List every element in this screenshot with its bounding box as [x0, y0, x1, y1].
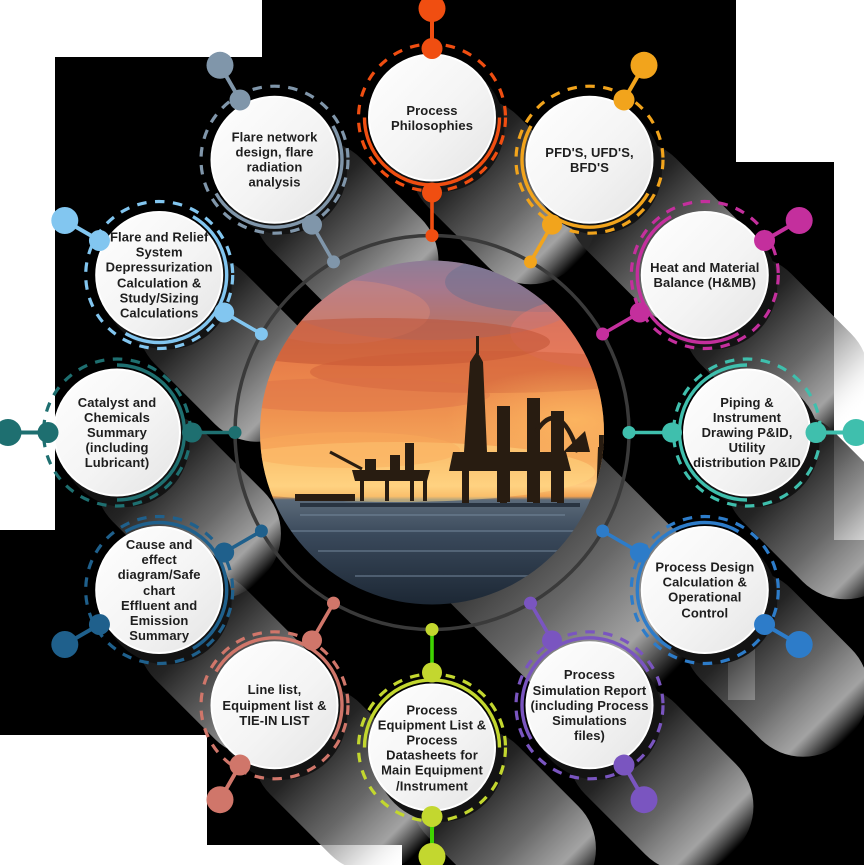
- outer-junction-dot: [613, 89, 635, 111]
- ring-dot: [254, 524, 268, 538]
- node-3: [622, 357, 864, 508]
- node-ring-dashed: [199, 84, 350, 235]
- node-circle: [95, 211, 224, 339]
- node-circle: [368, 53, 496, 182]
- outer-junction-dot: [754, 614, 776, 635]
- node-1: [514, 51, 665, 269]
- outer-end-dot: [206, 786, 234, 814]
- node-ring-dashed: [629, 199, 780, 351]
- node-11: [199, 51, 350, 269]
- outer-end-dot: [418, 0, 446, 22]
- ring-dot: [327, 596, 340, 610]
- node-2: [596, 199, 813, 351]
- ring-dot: [254, 327, 268, 341]
- node-circle: [53, 368, 181, 497]
- ring-dot: [327, 255, 340, 269]
- inner-junction-dot: [629, 542, 650, 563]
- ring-dot: [596, 524, 610, 538]
- inner-junction-dot: [182, 422, 202, 443]
- inner-junction-dot: [542, 630, 562, 651]
- node-ring-dashed: [629, 514, 780, 666]
- outer-junction-dot: [229, 89, 251, 111]
- node-8: [51, 514, 268, 666]
- node-circle: [525, 95, 654, 224]
- node-ring-dashed: [84, 514, 235, 666]
- outer-end-dot: [785, 631, 813, 658]
- node-circle: [683, 368, 811, 497]
- outer-junction-dot: [421, 806, 443, 827]
- inner-junction-dot: [542, 214, 562, 235]
- ring-dot: [425, 623, 439, 636]
- background-patch: [0, 845, 402, 865]
- node-ring-dashed: [199, 630, 350, 781]
- node-6: [356, 623, 508, 865]
- inner-junction-dot: [662, 422, 682, 443]
- inner-junction-dot: [302, 214, 322, 235]
- outer-junction-dot: [229, 754, 251, 776]
- ring-dot: [524, 596, 537, 610]
- ring-dot: [524, 255, 537, 269]
- node-4: [596, 514, 813, 666]
- outer-junction-dot: [421, 38, 443, 59]
- outer-end-dot: [418, 843, 446, 865]
- inner-junction-dot: [422, 182, 442, 203]
- background-patch: [0, 735, 207, 865]
- outer-end-dot: [51, 631, 79, 658]
- outer-end-dot: [206, 51, 234, 79]
- outer-end-dot: [630, 51, 658, 79]
- background-patch: [736, 0, 864, 162]
- outer-end-dot: [842, 419, 864, 446]
- node-circle: [95, 526, 224, 654]
- node-circle: [640, 211, 769, 339]
- inner-junction-dot: [302, 630, 322, 651]
- ring-dot: [596, 327, 610, 341]
- node-7: [199, 596, 350, 814]
- inner-junction-dot: [214, 542, 235, 563]
- outer-end-dot: [51, 207, 79, 234]
- node-0: [356, 0, 508, 242]
- inner-junction-dot: [629, 302, 650, 323]
- node-10: [51, 199, 268, 351]
- node-9: [0, 357, 242, 508]
- outer-junction-dot: [37, 422, 59, 443]
- outer-junction-dot: [88, 230, 110, 251]
- node-circle: [640, 526, 769, 654]
- outer-junction-dot: [805, 422, 827, 443]
- ring-dot: [425, 229, 439, 242]
- outer-junction-dot: [613, 754, 635, 776]
- inner-junction-dot: [422, 662, 442, 683]
- node-circle: [368, 683, 496, 812]
- node-ring-dashed: [84, 199, 235, 351]
- node-circle: [525, 641, 654, 770]
- outer-junction-dot: [754, 230, 776, 251]
- node-circle: [210, 641, 339, 770]
- ring-dot: [228, 426, 242, 439]
- outer-junction-dot: [88, 614, 110, 635]
- ring-dot: [622, 426, 636, 439]
- outer-end-dot: [630, 786, 658, 814]
- node-ring-dashed: [514, 84, 665, 235]
- outer-end-dot: [785, 207, 813, 234]
- node-ring-dashed: [514, 630, 665, 781]
- outer-end-dot: [0, 419, 22, 446]
- node-circle: [210, 95, 339, 224]
- node-5: [514, 596, 665, 814]
- inner-junction-dot: [214, 302, 235, 323]
